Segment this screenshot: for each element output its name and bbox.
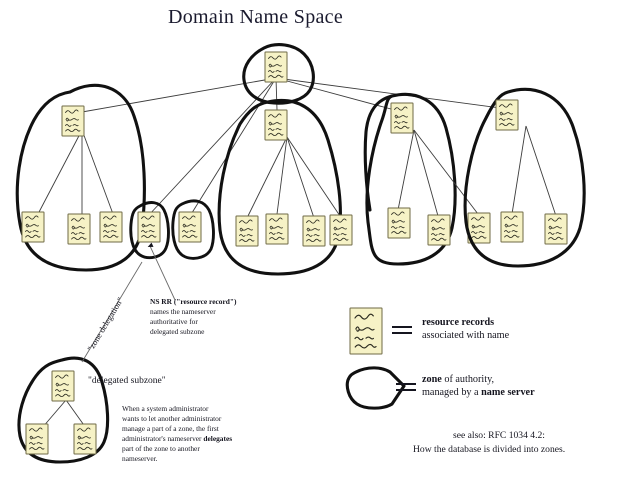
node-far-right-child-1[interactable] (500, 211, 524, 243)
legend-equals-icon-2 (396, 382, 416, 392)
zone-far-right[interactable] (463, 87, 586, 268)
legend-rr-line-2: associated with name (422, 330, 510, 341)
node-left-child-1[interactable] (21, 211, 45, 243)
node-bottom-left-child-2[interactable] (73, 423, 97, 455)
explanation-line-1: When a system administrator (122, 404, 209, 413)
node-right-center-child-1[interactable] (387, 207, 411, 239)
legend-zone-line-2a: managed by a (422, 387, 481, 398)
ns-rr-line-4: delegated subzone (150, 327, 205, 336)
legend-zone-line-1b: of authority, (442, 374, 494, 385)
node-right-center-parent[interactable] (390, 102, 414, 134)
explanation-line-4b: delegates (203, 434, 232, 443)
zone-delegation-label: "zone delegation" (85, 295, 125, 353)
zone-left[interactable] (15, 83, 146, 272)
ns-rr-line-3: authoritative for (150, 317, 198, 326)
legend-resource-records: resource records associated with name (349, 307, 510, 355)
zone-left-links (37, 129, 114, 216)
zone-delegated-right[interactable] (171, 199, 215, 260)
node-center-child-4[interactable] (329, 214, 353, 246)
legend-zone-of-authority: zone of authority, managed by a name ser… (345, 366, 535, 410)
reference-note: see also: RFC 1034 4.2: How the database… (413, 430, 565, 455)
zone-center[interactable] (217, 99, 342, 276)
node-far-right-child-2[interactable] (544, 213, 568, 245)
zone-center-links (246, 136, 341, 219)
explanation-line-4a: administrator's nameserver (122, 434, 203, 443)
zone-delegation-line (81, 261, 143, 363)
node-center-child-2[interactable] (265, 213, 289, 245)
node-far-right-parent[interactable] (495, 99, 519, 131)
ns-rr-line-1: NS RR ("resource record") (150, 297, 237, 306)
legend-equals-icon-1 (392, 325, 412, 335)
zone-right-center-links (397, 129, 479, 217)
explanation-paragraph: When a system administrator wants to let… (122, 404, 232, 463)
explanation-line-2: wants to let another administrator (122, 414, 222, 423)
node-delegated-right[interactable] (178, 211, 202, 243)
page-title: Domain Name Space (168, 6, 343, 28)
ns-rr-line-2: names the nameserver (150, 307, 216, 316)
resource-record-card-icon (349, 307, 383, 355)
explanation-line-3: manage a part of a zone, the first (122, 424, 220, 433)
delegated-subzone-label: "delegated subzone" (88, 376, 166, 386)
node-center-parent[interactable] (264, 109, 288, 141)
zone-right-center[interactable] (363, 92, 457, 266)
zone-bottom-left[interactable] (17, 356, 110, 464)
node-left-child-2[interactable] (67, 213, 91, 245)
node-center-child-3[interactable] (302, 215, 326, 247)
reference-line-1: see also: RFC 1034 4.2: (453, 430, 545, 441)
node-center-child-1[interactable] (235, 215, 259, 247)
node-left-parent[interactable] (61, 105, 85, 137)
zone-bottom-left-links (41, 399, 87, 429)
legend-zone-line-1: zone of authority, (422, 374, 494, 385)
explanation-line-5: part of the zone to another (122, 444, 200, 453)
zone-delegated-left[interactable] (129, 201, 170, 260)
node-delegated-left[interactable] (137, 211, 161, 243)
node-left-child-3[interactable] (99, 211, 123, 243)
ns-rr-pointer-arrow (147, 242, 176, 301)
explanation-line-6: nameserver. (122, 454, 158, 463)
node-bottom-left-child-1[interactable] (25, 423, 49, 455)
legend-zone-line-2b: name server (481, 387, 535, 398)
legend-zone-line-2: managed by a name server (422, 387, 535, 398)
node-bottom-left-parent[interactable] (51, 370, 75, 402)
legend-zone-line-1a: zone (422, 374, 442, 385)
zone-far-right-links (511, 125, 557, 217)
explanation-line-4: administrator's nameserver delegates (122, 434, 232, 443)
legend-rr-line-1: resource records (422, 317, 494, 328)
reference-line-2: How the database is divided into zones. (413, 444, 565, 455)
node-root[interactable] (264, 51, 288, 83)
zone-blob-icon (345, 366, 406, 410)
zone-root[interactable] (242, 43, 315, 105)
node-right-center-child-2[interactable] (427, 214, 451, 246)
ns-rr-annotation: NS RR ("resource record") names the name… (150, 297, 237, 336)
